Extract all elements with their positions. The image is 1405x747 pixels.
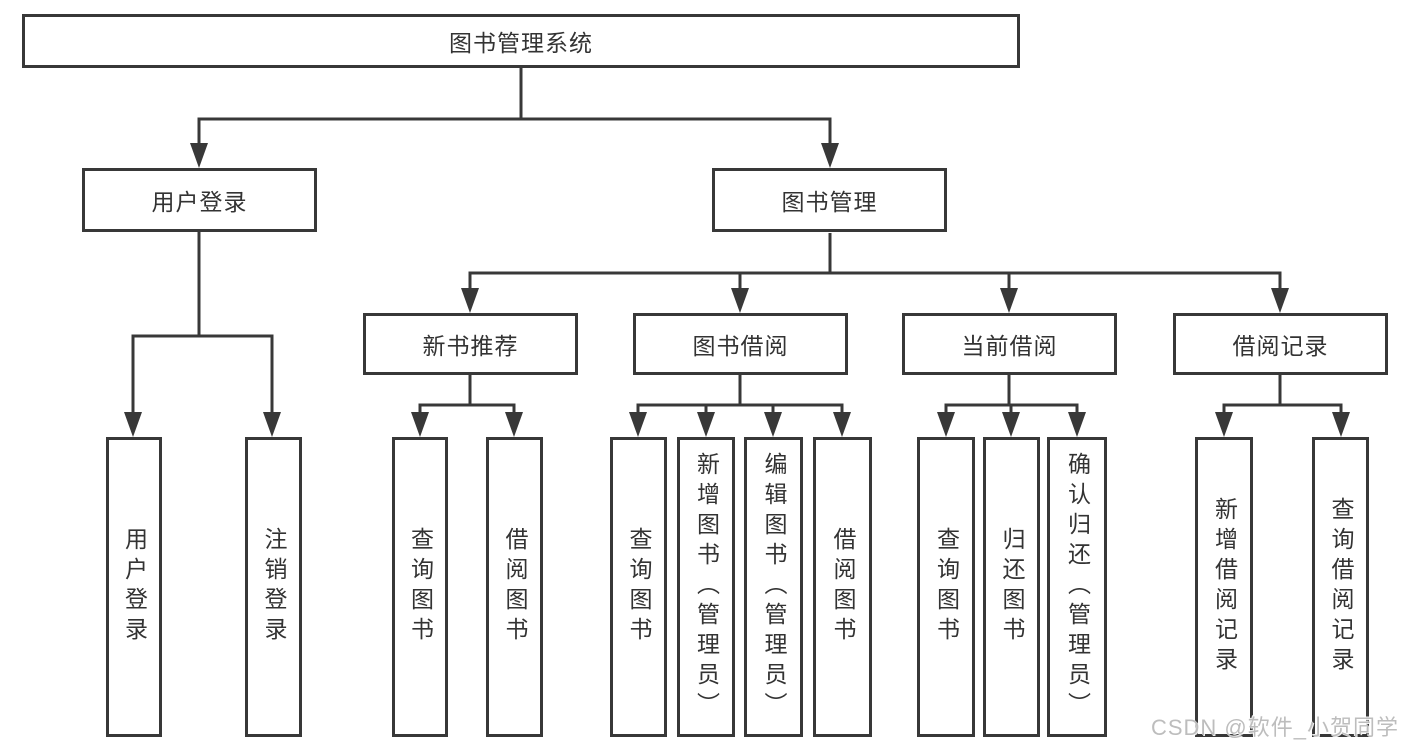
node-label: 当前借阅 [961, 333, 1058, 359]
node-new-book-recommend: 新书推荐 [363, 313, 578, 375]
node-book-borrow: 图书借阅 [633, 313, 848, 375]
node-label: 查询图书 [626, 527, 652, 647]
node-current-borrow: 当前借阅 [902, 313, 1117, 375]
node-leaf-query-books-current: 查询图书 [917, 437, 975, 737]
node-label: 编辑图书（管理员） [761, 452, 787, 722]
node-leaf-user-login: 用户登录 [106, 437, 162, 737]
node-book-management: 图书管理 [712, 168, 947, 232]
node-label: 图书管理系统 [449, 30, 593, 56]
node-label: 注销登录 [261, 527, 287, 647]
node-label: 图书借阅 [692, 333, 789, 359]
node-label: 借阅图书 [502, 527, 528, 647]
node-leaf-add-book-admin: 新增图书（管理员） [677, 437, 735, 737]
node-root: 图书管理系统 [22, 14, 1020, 68]
node-label: 确认归还（管理员） [1064, 452, 1091, 722]
node-label: 新书推荐 [422, 333, 519, 359]
node-label: 图书管理 [781, 189, 878, 215]
node-leaf-borrow-books: 借阅图书 [813, 437, 872, 737]
node-label: 借阅记录 [1232, 333, 1329, 359]
node-label: 借阅图书 [830, 527, 856, 647]
node-label: 查询借阅记录 [1328, 497, 1354, 677]
node-label: 用户登录 [121, 527, 148, 647]
node-leaf-edit-book-admin: 编辑图书（管理员） [744, 437, 803, 737]
arrowheads [124, 143, 1350, 437]
node-label: 新增借阅记录 [1211, 497, 1238, 677]
node-leaf-query-borrow-record: 查询借阅记录 [1312, 437, 1369, 737]
node-leaf-return-book: 归还图书 [983, 437, 1040, 737]
node-leaf-logout: 注销登录 [245, 437, 302, 737]
node-leaf-borrow-books-recommend: 借阅图书 [486, 437, 543, 737]
node-label: 用户登录 [151, 189, 248, 215]
node-leaf-query-books-recommend: 查询图书 [392, 437, 448, 737]
node-user-login: 用户登录 [82, 168, 317, 232]
node-leaf-confirm-return-admin: 确认归还（管理员） [1047, 437, 1107, 737]
node-leaf-add-borrow-record: 新增借阅记录 [1195, 437, 1253, 737]
node-label: 归还图书 [999, 527, 1025, 647]
node-label: 查询图书 [407, 527, 434, 647]
node-leaf-query-books-borrow: 查询图书 [610, 437, 667, 737]
node-borrow-records: 借阅记录 [1173, 313, 1388, 375]
node-label: 新增图书（管理员） [693, 452, 720, 722]
node-label: 查询图书 [933, 527, 960, 647]
